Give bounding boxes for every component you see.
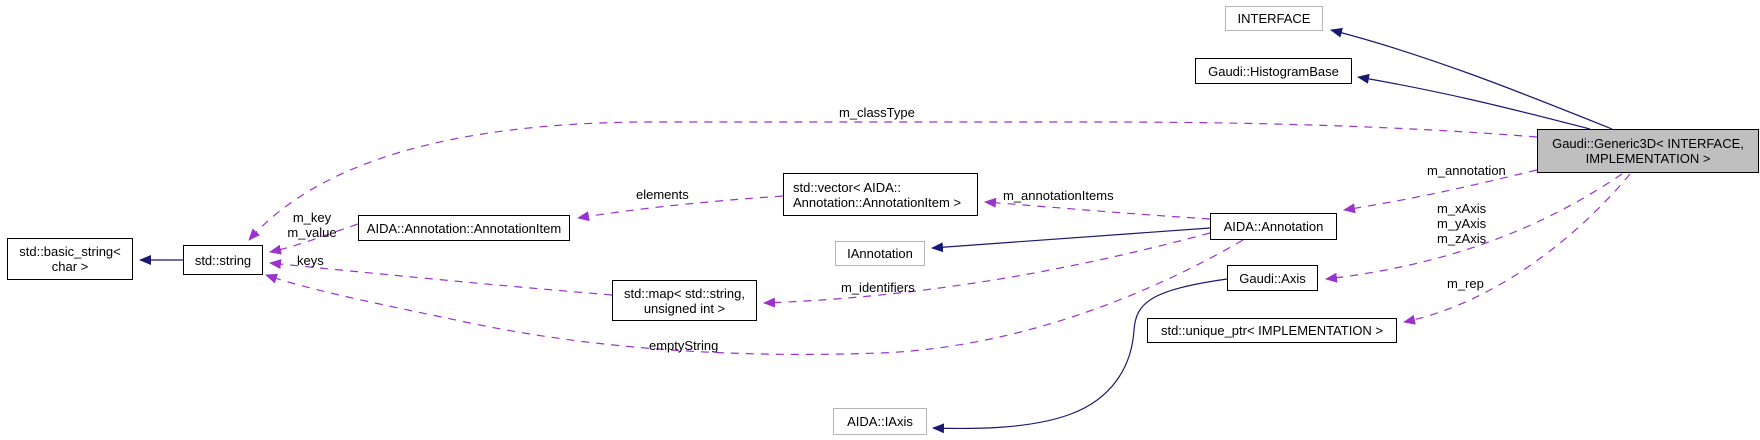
node-unique-ptr-label: std::unique_ptr< IMPLEMENTATION > xyxy=(1160,323,1384,338)
edge-generic3d-interface xyxy=(1330,27,1613,130)
edge-label-m-yaxis: m_yAxis xyxy=(1437,216,1487,231)
edge-annotation-iannotation xyxy=(931,227,1211,253)
edge-label-elements: elements xyxy=(636,187,689,202)
node-annotation-item-label: AIDA::Annotation::AnnotationItem xyxy=(366,220,562,236)
node-iannotation: IAnnotation xyxy=(835,241,925,266)
node-generic3d: Gaudi::Generic3D< INTERFACE, IMPLEMENTAT… xyxy=(1537,129,1759,173)
node-aida-iaxis: AIDA::IAxis xyxy=(833,408,927,435)
edge-m-classtype xyxy=(248,121,1538,241)
node-aida-annotation[interactable]: AIDA::Annotation xyxy=(1210,213,1337,240)
edge-label-m-zaxis: m_zAxis xyxy=(1437,231,1487,246)
node-unique-ptr[interactable]: std::unique_ptr< IMPLEMENTATION > xyxy=(1147,318,1397,343)
edge-m-axes xyxy=(1325,173,1623,283)
edge-axis-iaxis xyxy=(932,278,1228,434)
edge-m-annotationitems xyxy=(984,197,1211,220)
edge-m-identifiers xyxy=(763,232,1211,308)
node-gaudi-axis[interactable]: Gaudi::Axis xyxy=(1227,265,1318,291)
node-vector-line2: Annotation::AnnotationItem > xyxy=(793,194,962,210)
node-histogram-base-label: Gaudi::HistogramBase xyxy=(1208,63,1339,79)
edge-generic3d-histogrambase xyxy=(1357,73,1591,130)
edge-label-m-rep: m_rep xyxy=(1447,276,1484,291)
node-aida-annotation-label: AIDA::Annotation xyxy=(1223,219,1324,234)
edge-m-annotation xyxy=(1343,169,1538,214)
node-gaudi-axis-label: Gaudi::Axis xyxy=(1239,270,1306,286)
edge-emptystring xyxy=(265,239,1244,356)
edge-keys xyxy=(269,259,613,296)
node-interface: INTERFACE xyxy=(1225,6,1323,31)
node-histogram-base[interactable]: Gaudi::HistogramBase xyxy=(1195,58,1352,84)
node-basic-string-line1: std::basic_string< xyxy=(19,244,121,259)
edge-label-emptystring: emptyString xyxy=(649,338,719,353)
node-std-map[interactable]: std::map< std::string, unsigned int > xyxy=(612,280,757,321)
node-basic-string-line2: char > xyxy=(51,259,89,274)
edge-label-keys: keys xyxy=(297,253,324,268)
edge-label-m-xaxis: m_xAxis xyxy=(1437,201,1487,216)
node-vector-annotation-item[interactable]: std::vector< AIDA:: Annotation::Annotati… xyxy=(783,173,978,216)
edge-label-m-key: m_key xyxy=(292,210,332,225)
node-std-string-label: std::string xyxy=(194,252,252,268)
node-std-map-line1: std::map< std::string, xyxy=(623,285,746,301)
node-generic3d-line1: Gaudi::Generic3D< INTERFACE, xyxy=(1552,136,1744,151)
edge-label-m-classtype: m_classType xyxy=(839,105,915,120)
node-annotation-item[interactable]: AIDA::Annotation::AnnotationItem xyxy=(358,215,570,241)
edge-label-m-annotationitems: m_annotationItems xyxy=(1003,188,1114,203)
node-aida-iaxis-label: AIDA::IAxis xyxy=(847,414,913,429)
edge-m-key-value xyxy=(269,223,359,255)
edge-label-m-annotation: m_annotation xyxy=(1427,163,1506,178)
node-std-string[interactable]: std::string xyxy=(183,245,263,275)
edge-m-rep xyxy=(1403,173,1631,325)
node-vector-line1: std::vector< AIDA:: xyxy=(793,179,902,195)
edge-elements xyxy=(577,195,784,222)
node-std-map-line2: unsigned int > xyxy=(643,300,726,316)
node-basic-string[interactable]: std::basic_string< char > xyxy=(7,238,133,280)
edge-label-m-identifiers: m_identifiers xyxy=(841,280,915,295)
node-interface-label: INTERFACE xyxy=(1237,11,1311,26)
edge-label-m-axes: m_xAxis m_yAxis m_zAxis xyxy=(1437,201,1486,246)
node-generic3d-line2: IMPLEMENTATION > xyxy=(1585,151,1711,166)
node-iannotation-label: IAnnotation xyxy=(847,246,913,261)
edge-label-m-value: m_value xyxy=(287,225,337,240)
edge-label-m-key-value: m_key m_value xyxy=(283,210,341,240)
